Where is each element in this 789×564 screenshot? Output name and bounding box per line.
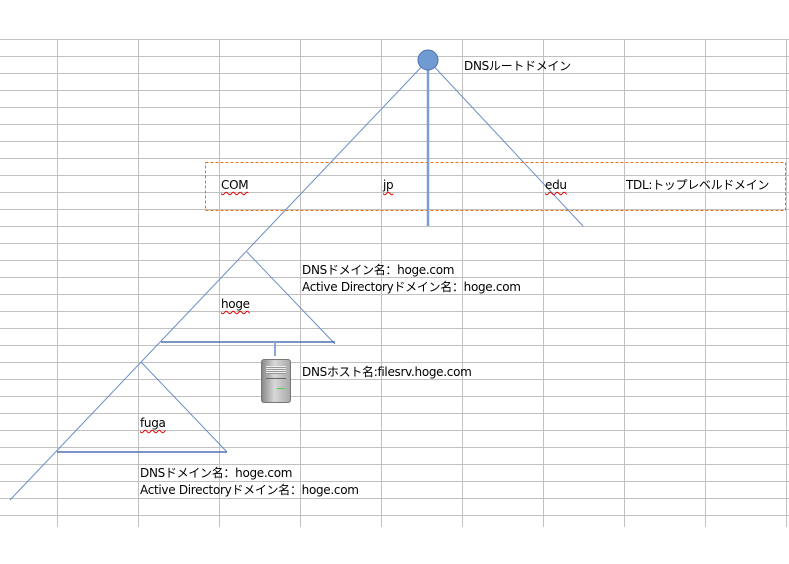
tld-description: TDL:トップレベルドメイン	[626, 178, 770, 192]
dns-root-node	[417, 49, 439, 71]
tld-jp: jp	[383, 178, 394, 192]
server-icon	[261, 359, 291, 403]
hoge-dns-domain: DNSドメイン名：hoge.com	[302, 263, 455, 277]
tld-com: COM	[221, 178, 249, 192]
fuga-ad-domain: Active Directoryドメイン名：hoge.com	[140, 483, 359, 497]
root-label: DNSルートドメイン	[464, 59, 571, 73]
tree-left-line	[9, 59, 429, 501]
tld-box	[205, 162, 786, 211]
fuga-triangle-right	[140, 361, 228, 453]
hoge-ad-domain: Active Directoryドメイン名：hoge.com	[302, 280, 521, 294]
tld-edu: edu	[545, 178, 567, 192]
hoge-host-name: DNSホスト名:filesrv.hoge.com	[302, 365, 472, 379]
fuga-label: fuga	[140, 416, 166, 430]
hoge-label: hoge	[221, 297, 250, 311]
tree-right-line	[427, 59, 584, 227]
hoge-triangle-right	[246, 251, 336, 345]
fuga-dns-domain: DNSドメイン名：hoge.com	[140, 466, 293, 480]
